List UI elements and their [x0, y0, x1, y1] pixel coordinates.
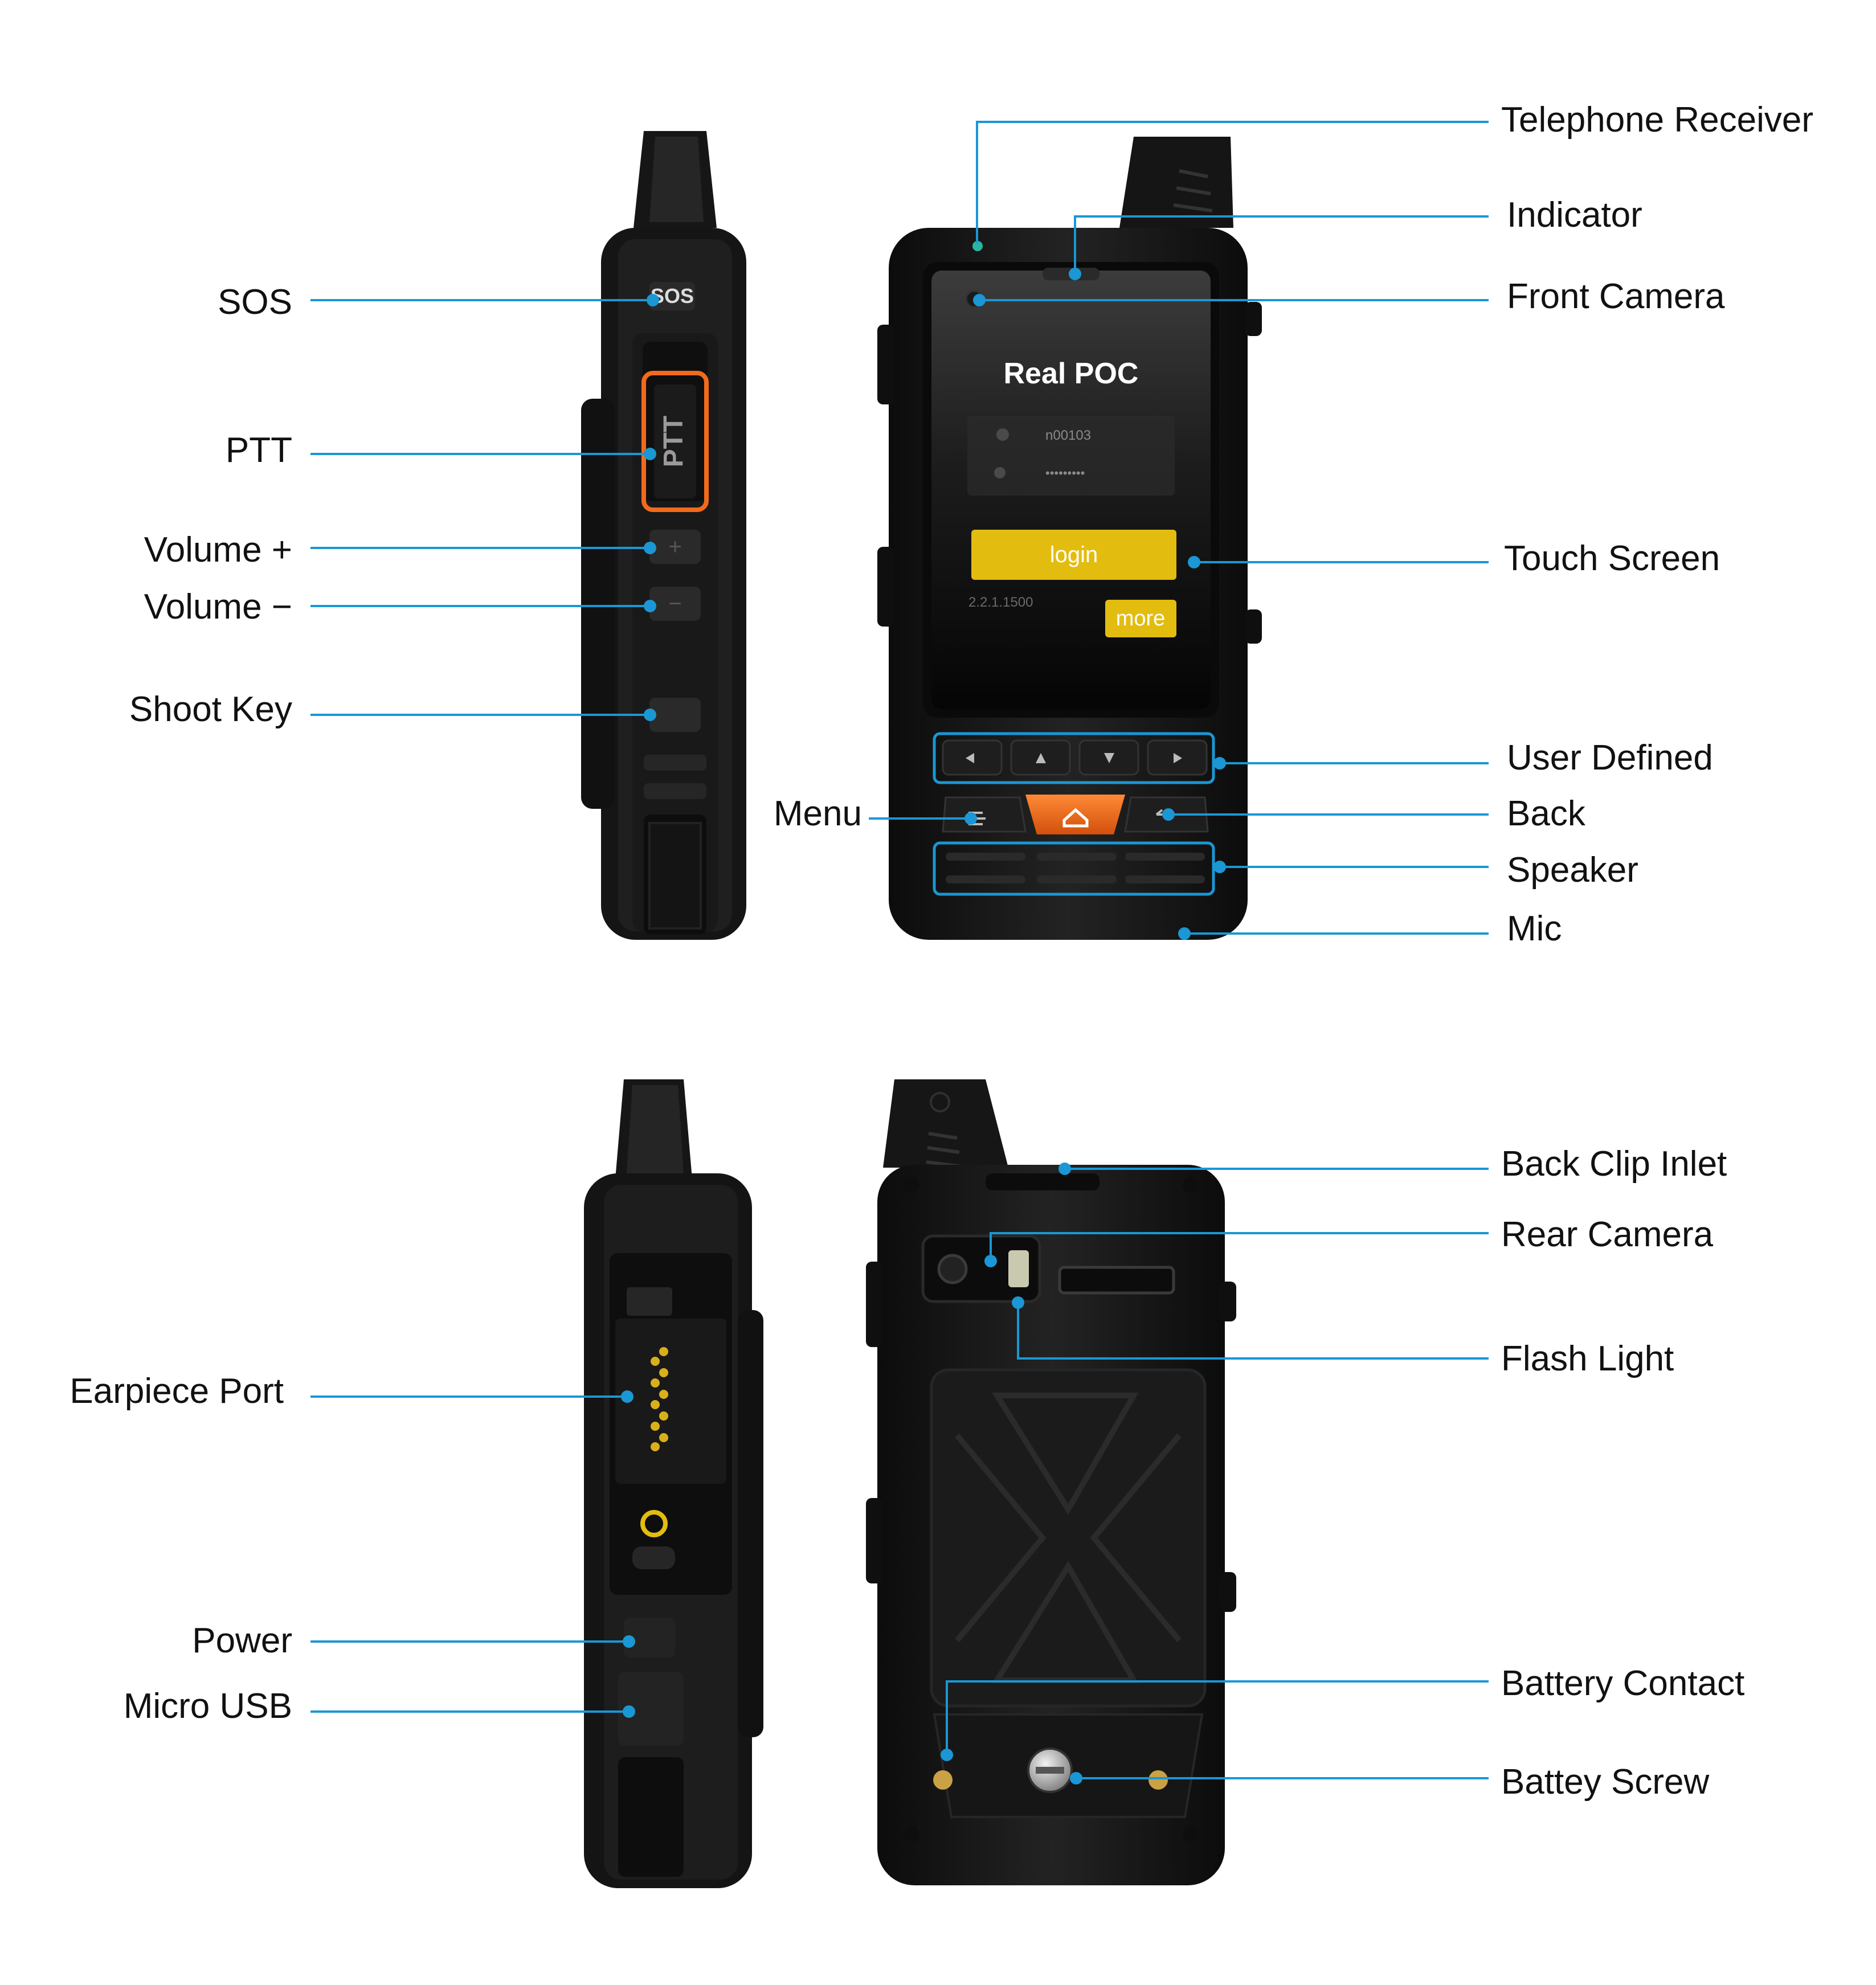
callout-dot-flash-light: [1012, 1296, 1024, 1309]
callout-line-power: [310, 1640, 630, 1643]
label-volume-down: Volume −: [144, 587, 292, 627]
label-menu: Menu: [773, 794, 862, 833]
callout-dot-shoot-key: [644, 709, 656, 721]
callout-dot-back: [1162, 808, 1175, 821]
label-telephone-receiver: Telephone Receiver: [1501, 100, 1814, 140]
callout-line-shoot-key: [310, 714, 649, 716]
callout-line-front-camera: [980, 299, 1489, 301]
phone-side-view-left: [581, 131, 746, 940]
callout-line-micro-usb: [310, 1710, 630, 1713]
callout-dot-earpiece-port: [621, 1390, 633, 1403]
screen-title: Real POC: [1004, 357, 1139, 390]
callout-dot-micro-usb: [623, 1705, 635, 1718]
callout-line-back: [1168, 813, 1489, 816]
callout-line-mic: [1185, 932, 1489, 935]
callout-line-touch-screen: [1194, 561, 1489, 563]
volume-down-symbol: −: [668, 591, 681, 616]
phone-side-view-right: [584, 1079, 763, 1888]
callout-line-sos: [310, 299, 652, 301]
version-text: 2.2.1.1500: [968, 595, 1033, 610]
callout-dot-battery-screw: [1070, 1772, 1082, 1785]
label-back-clip-inlet: Back Clip Inlet: [1501, 1144, 1727, 1184]
callout-dot-volume-down: [644, 600, 656, 612]
callout-line-telephone-receiver-v: [976, 121, 978, 243]
callout-line-back-clip-inlet: [1065, 1168, 1489, 1170]
label-front-camera: Front Camera: [1507, 277, 1725, 316]
label-earpiece-port: Earpiece Port: [70, 1372, 284, 1411]
more-button[interactable]: more: [1116, 607, 1166, 631]
label-touch-screen: Touch Screen: [1504, 539, 1720, 578]
callout-line-telephone-receiver-h: [976, 121, 1489, 123]
label-micro-usb: Micro USB: [123, 1687, 292, 1726]
phone-back-view: [866, 1079, 1236, 1885]
callout-dot-front-camera: [973, 294, 986, 306]
callout-line-earpiece-port: [310, 1395, 627, 1398]
label-sos: SOS: [218, 283, 292, 322]
callout-dot-speaker: [1213, 861, 1226, 873]
callout-dot-mic: [1178, 927, 1191, 940]
callout-line-speaker: [1219, 866, 1489, 868]
label-back: Back: [1507, 794, 1585, 833]
callout-line-rear-camera-v: [990, 1232, 992, 1260]
callout-line-menu: [869, 817, 971, 820]
callout-line-indicator-h: [1074, 215, 1489, 218]
callout-dot-ptt: [644, 448, 656, 460]
label-user-defined: User Defined: [1507, 738, 1713, 777]
callout-dot-menu: [964, 812, 977, 825]
callout-line-rear-camera-h: [990, 1232, 1489, 1234]
label-speaker: Speaker: [1507, 850, 1638, 890]
callout-line-flash-light-v: [1017, 1301, 1019, 1358]
callout-dot-touch-screen: [1188, 556, 1200, 568]
label-volume-up: Volume +: [144, 530, 292, 570]
callout-line-battery-contact-h: [946, 1680, 1489, 1683]
callout-dot-sos: [647, 294, 659, 306]
label-flash-light: Flash Light: [1501, 1339, 1674, 1378]
callout-dot-indicator: [1069, 268, 1081, 280]
label-shoot-key: Shoot Key: [129, 690, 292, 729]
callout-line-volume-up: [310, 547, 649, 549]
volume-up-symbol: +: [668, 534, 681, 559]
callout-dot-back-clip-inlet: [1058, 1163, 1071, 1175]
callout-line-battery-contact-v: [946, 1680, 948, 1754]
ptt-key-label: PTT: [659, 416, 689, 468]
callout-dot-user-defined: [1213, 757, 1226, 770]
password-field[interactable]: •••••••••: [1045, 466, 1085, 480]
login-button[interactable]: login: [1050, 542, 1098, 567]
callout-line-indicator-v: [1074, 215, 1076, 272]
callout-line-flash-light-h: [1017, 1357, 1489, 1360]
callout-dot-power: [623, 1635, 635, 1648]
label-rear-camera: Rear Camera: [1501, 1215, 1714, 1254]
username-field[interactable]: n00103: [1045, 428, 1091, 443]
callout-dot-volume-up: [644, 542, 656, 554]
label-indicator: Indicator: [1507, 195, 1642, 235]
label-ptt: PTT: [225, 431, 292, 470]
label-battery-contact: Battery Contact: [1501, 1664, 1745, 1703]
label-battery-screw: Battey Screw: [1501, 1762, 1710, 1802]
callout-dot-battery-contact: [941, 1749, 953, 1761]
callout-line-volume-down: [310, 605, 649, 607]
callout-line-battery-screw: [1077, 1777, 1489, 1779]
callout-line-ptt: [310, 453, 649, 455]
phone-front-view: [877, 137, 1262, 940]
label-power: Power: [192, 1621, 292, 1660]
label-mic: Mic: [1507, 909, 1562, 948]
callout-line-user-defined: [1219, 762, 1489, 764]
callout-dot-rear-camera: [984, 1255, 997, 1267]
